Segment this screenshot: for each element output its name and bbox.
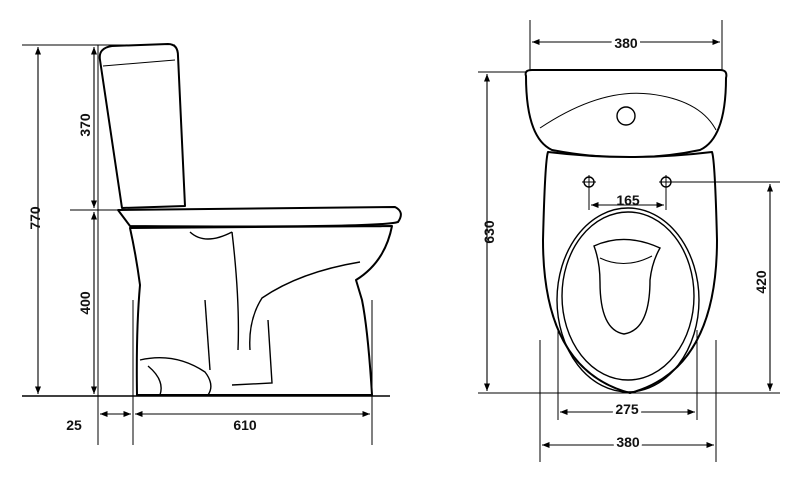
label-hole-spacing: 165 bbox=[616, 192, 640, 208]
seat-inner-ring bbox=[561, 211, 695, 381]
trap-outer-curve bbox=[249, 261, 361, 351]
tank-top bbox=[524, 69, 728, 159]
hinge-hole-left-icon bbox=[582, 175, 596, 189]
bowl-outline bbox=[542, 151, 718, 394]
label-outlet-width: 275 bbox=[615, 401, 639, 417]
trap-upper-curve bbox=[189, 231, 233, 240]
foot-inner-curve bbox=[147, 365, 162, 396]
outlet-line bbox=[231, 319, 273, 386]
label-bowl-width: 380 bbox=[616, 434, 640, 450]
bowl-body bbox=[129, 225, 393, 396]
bowl-rim-line bbox=[599, 255, 653, 264]
flush-button-icon bbox=[616, 106, 636, 126]
label-seat-height: 400 bbox=[77, 291, 93, 315]
label-offset: 25 bbox=[66, 417, 82, 433]
foot-curve bbox=[139, 357, 212, 396]
label-tank-height: 370 bbox=[77, 113, 93, 137]
top-view: 380 630 165 420 275 380 bbox=[478, 20, 780, 462]
seat-lid bbox=[117, 206, 402, 228]
label-seat-depth: 420 bbox=[753, 270, 769, 294]
label-length: 630 bbox=[481, 220, 497, 244]
tank-button-arc bbox=[539, 92, 717, 131]
side-view: 770 370 400 25 610 bbox=[22, 43, 402, 445]
trap-back-line bbox=[204, 299, 211, 371]
trap-inner-line bbox=[231, 231, 240, 351]
bowl-opening bbox=[593, 238, 661, 335]
tank-lid-line bbox=[102, 59, 176, 67]
label-depth: 610 bbox=[233, 417, 257, 433]
cistern-tank bbox=[98, 43, 186, 209]
label-total-height: 770 bbox=[27, 206, 43, 230]
hinge-hole-right-icon bbox=[659, 175, 673, 189]
label-tank-width: 380 bbox=[614, 35, 638, 51]
